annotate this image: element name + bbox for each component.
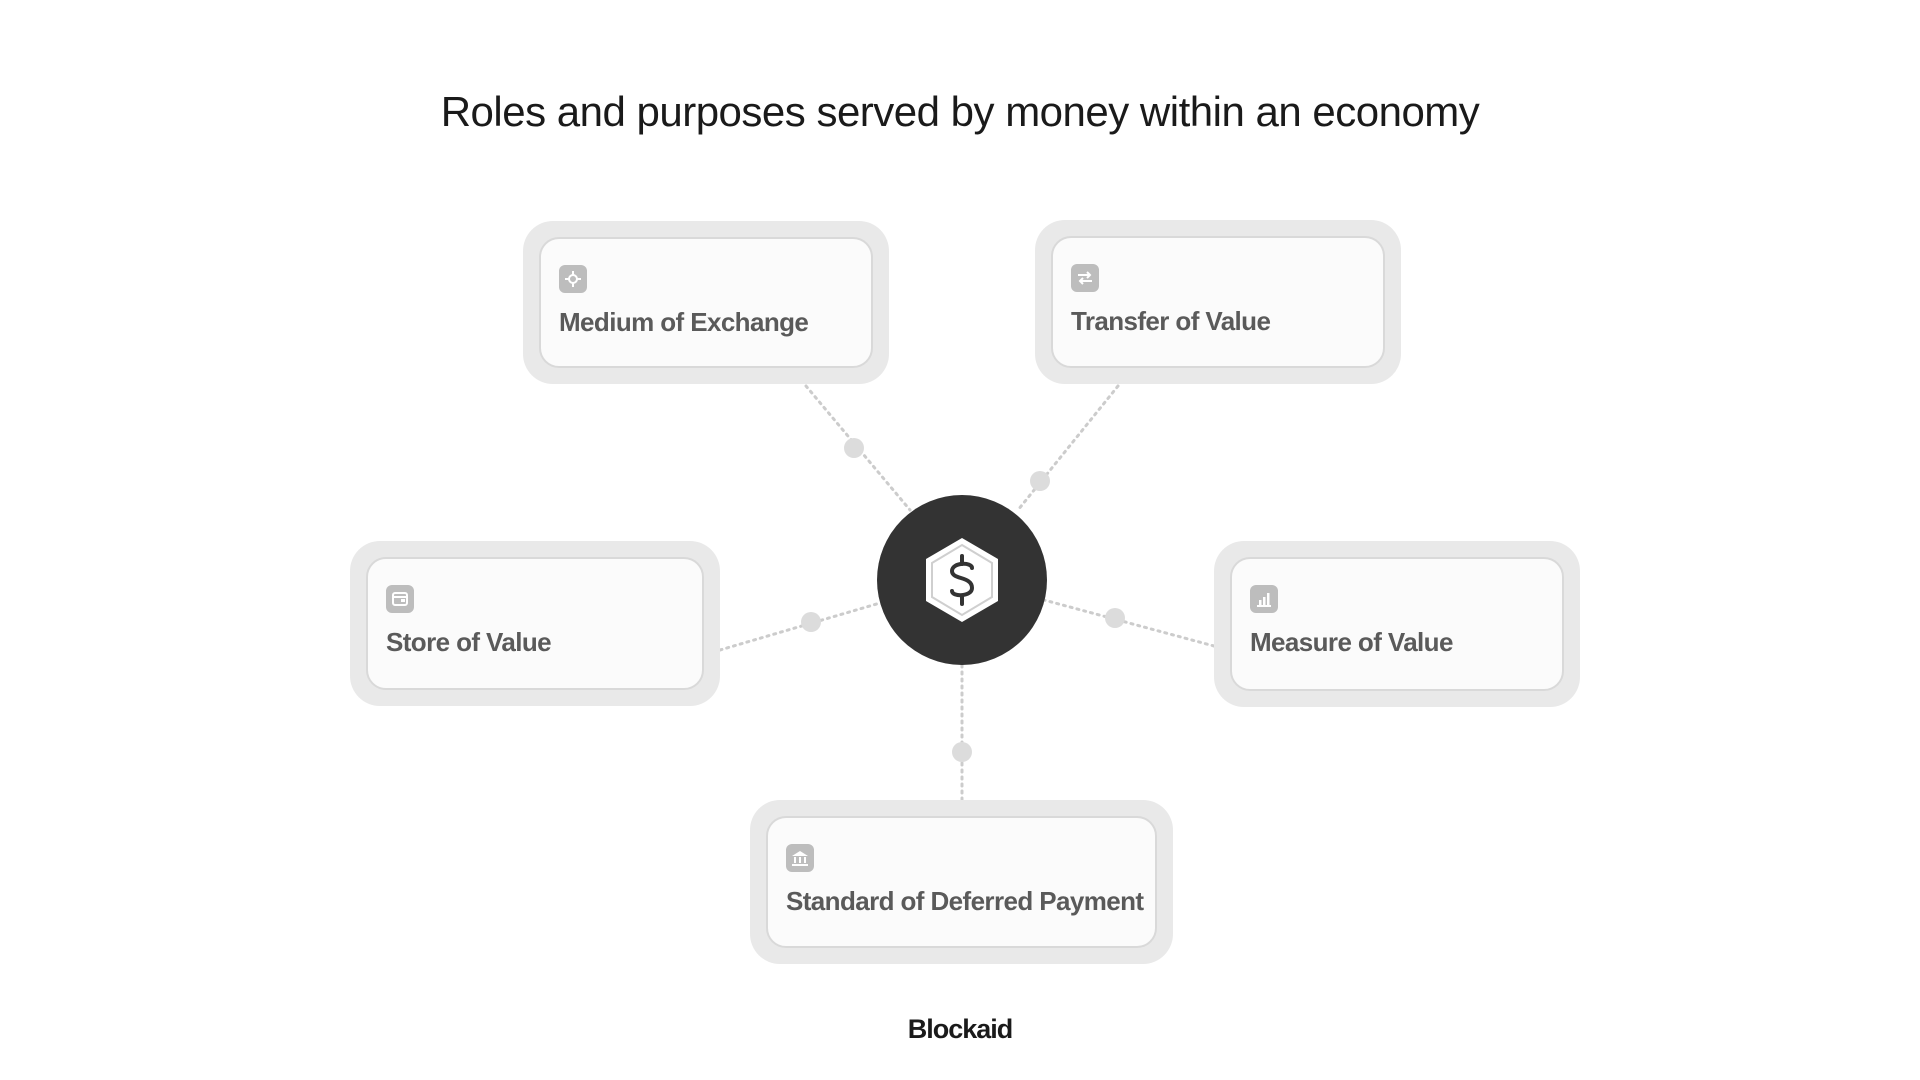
- connector-node-deferred: [952, 742, 972, 762]
- card-label-medium-of-exchange: Medium of Exchange: [559, 307, 809, 337]
- bank-icon: [786, 844, 814, 872]
- card-label-measure-of-value: Measure of Value: [1250, 627, 1453, 657]
- connector-node-transfer: [1030, 471, 1050, 491]
- connector-measure-of-value: [1042, 598, 1216, 648]
- connector-node-medium: [844, 438, 864, 458]
- connector-node-measure: [1105, 608, 1125, 628]
- page-title: Roles and purposes served by money withi…: [440, 88, 1480, 135]
- connector-store-of-value: [718, 601, 882, 652]
- card-label-transfer-of-value: Transfer of Value: [1071, 306, 1271, 336]
- card-store-of-value: Store of Value: [350, 541, 720, 706]
- bar-chart-icon: [1250, 585, 1278, 613]
- card-medium-of-exchange: Medium of Exchange: [523, 221, 889, 384]
- wallet-icon: [386, 585, 414, 613]
- card-transfer-of-value: Transfer of Value: [1035, 220, 1401, 384]
- crosshair-icon: [559, 265, 587, 293]
- connector-transfer-of-value: [1016, 384, 1120, 512]
- blockaid-logo: Blockaid: [907, 1014, 1014, 1044]
- dollar-hexagon-icon: [926, 538, 998, 622]
- card-measure-of-value: Measure of Value: [1214, 541, 1580, 707]
- connector-medium-of-exchange: [804, 384, 912, 512]
- connector-node-store: [801, 612, 821, 632]
- card-label-store-of-value: Store of Value: [386, 627, 552, 657]
- card-label-standard-of-deferred-payment: Standard of Deferred Payment: [786, 886, 1144, 916]
- money-hub: [877, 495, 1047, 665]
- arrows-transfer-icon: [1071, 264, 1099, 292]
- card-standard-of-deferred-payment: Standard of Deferred Payment: [750, 800, 1173, 964]
